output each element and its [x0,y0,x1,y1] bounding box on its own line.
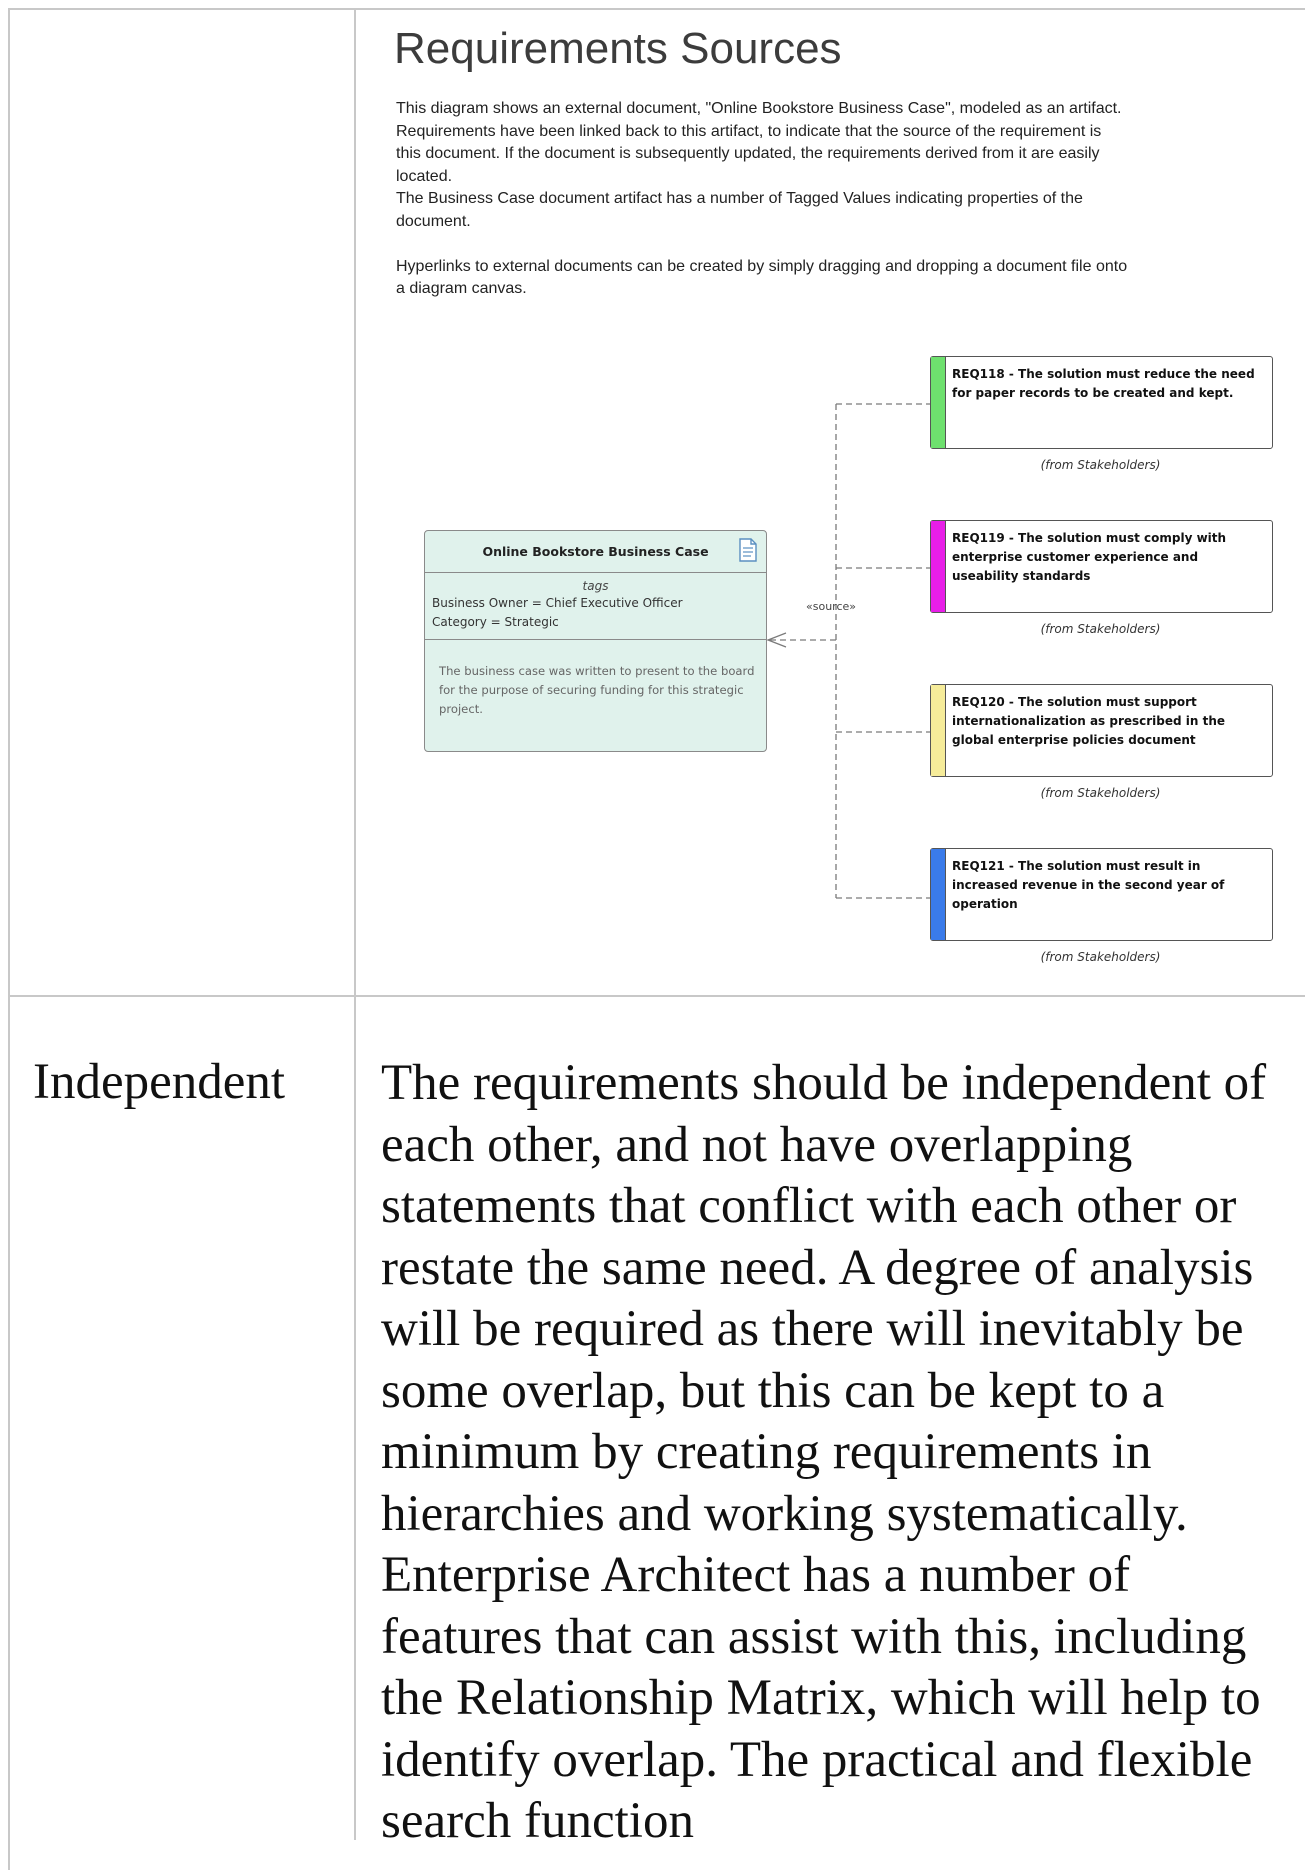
requirement-text: REQ119 - The solution must comply with e… [952,531,1227,583]
diagram-title: Requirements Sources [394,24,842,73]
connector-arrowhead [766,632,787,648]
artifact-tag: Business Owner = Chief Executive Officer [432,596,683,610]
artifact-description: The business case was written to present… [439,664,755,716]
requirement-origin: (from Stakeholders) [1040,458,1161,472]
requirement-element[interactable]: REQ120 - The solution must support inter… [930,684,1273,777]
requirement-text: REQ118 - The solution must reduce the ne… [952,367,1255,400]
table-row-divider [8,995,1305,997]
requirement-text: REQ120 - The solution must support inter… [952,695,1226,747]
content-table [8,8,1305,1870]
requirement-origin: (from Stakeholders) [1040,786,1161,800]
diagram-note-paragraph: This diagram shows an external document,… [396,100,1122,230]
requirement-status-bar [931,357,946,448]
requirement-status-bar [931,849,946,940]
requirement-element[interactable]: REQ121 - The solution must result in inc… [930,848,1273,941]
artifact-tags-heading: tags [582,579,609,593]
requirement-status-bar [931,521,946,612]
artifact-tag: Category = Strategic [432,615,559,629]
artifact-compartment-divider [425,572,766,573]
requirement-origin: (from Stakeholders) [1040,950,1161,964]
document-icon [738,538,758,566]
artifact-compartment-divider [425,639,766,640]
requirement-text: REQ121 - The solution must result in inc… [952,859,1225,911]
connector-stereotype: «source» [806,600,856,613]
artifact-element[interactable]: Online Bookstore Business Case tags Busi… [424,530,767,752]
row-label: Independent [33,1054,286,1110]
requirement-origin: (from Stakeholders) [1040,622,1161,636]
table-column-divider [354,8,356,1840]
diagram-note-paragraph: Hyperlinks to external documents can be … [396,257,1128,298]
source-connectors [766,403,930,899]
row-description: The requirements should be independent o… [381,1055,1267,1849]
requirements-sources-diagram: Requirements Sources This diagram shows … [356,10,1305,995]
diagram-notes: This diagram shows an external document,… [396,98,1216,301]
requirement-status-bar [931,685,946,776]
requirement-element[interactable]: REQ118 - The solution must reduce the ne… [930,356,1273,449]
requirement-element[interactable]: REQ119 - The solution must comply with e… [930,520,1273,613]
artifact-name: Online Bookstore Business Case [482,544,709,559]
